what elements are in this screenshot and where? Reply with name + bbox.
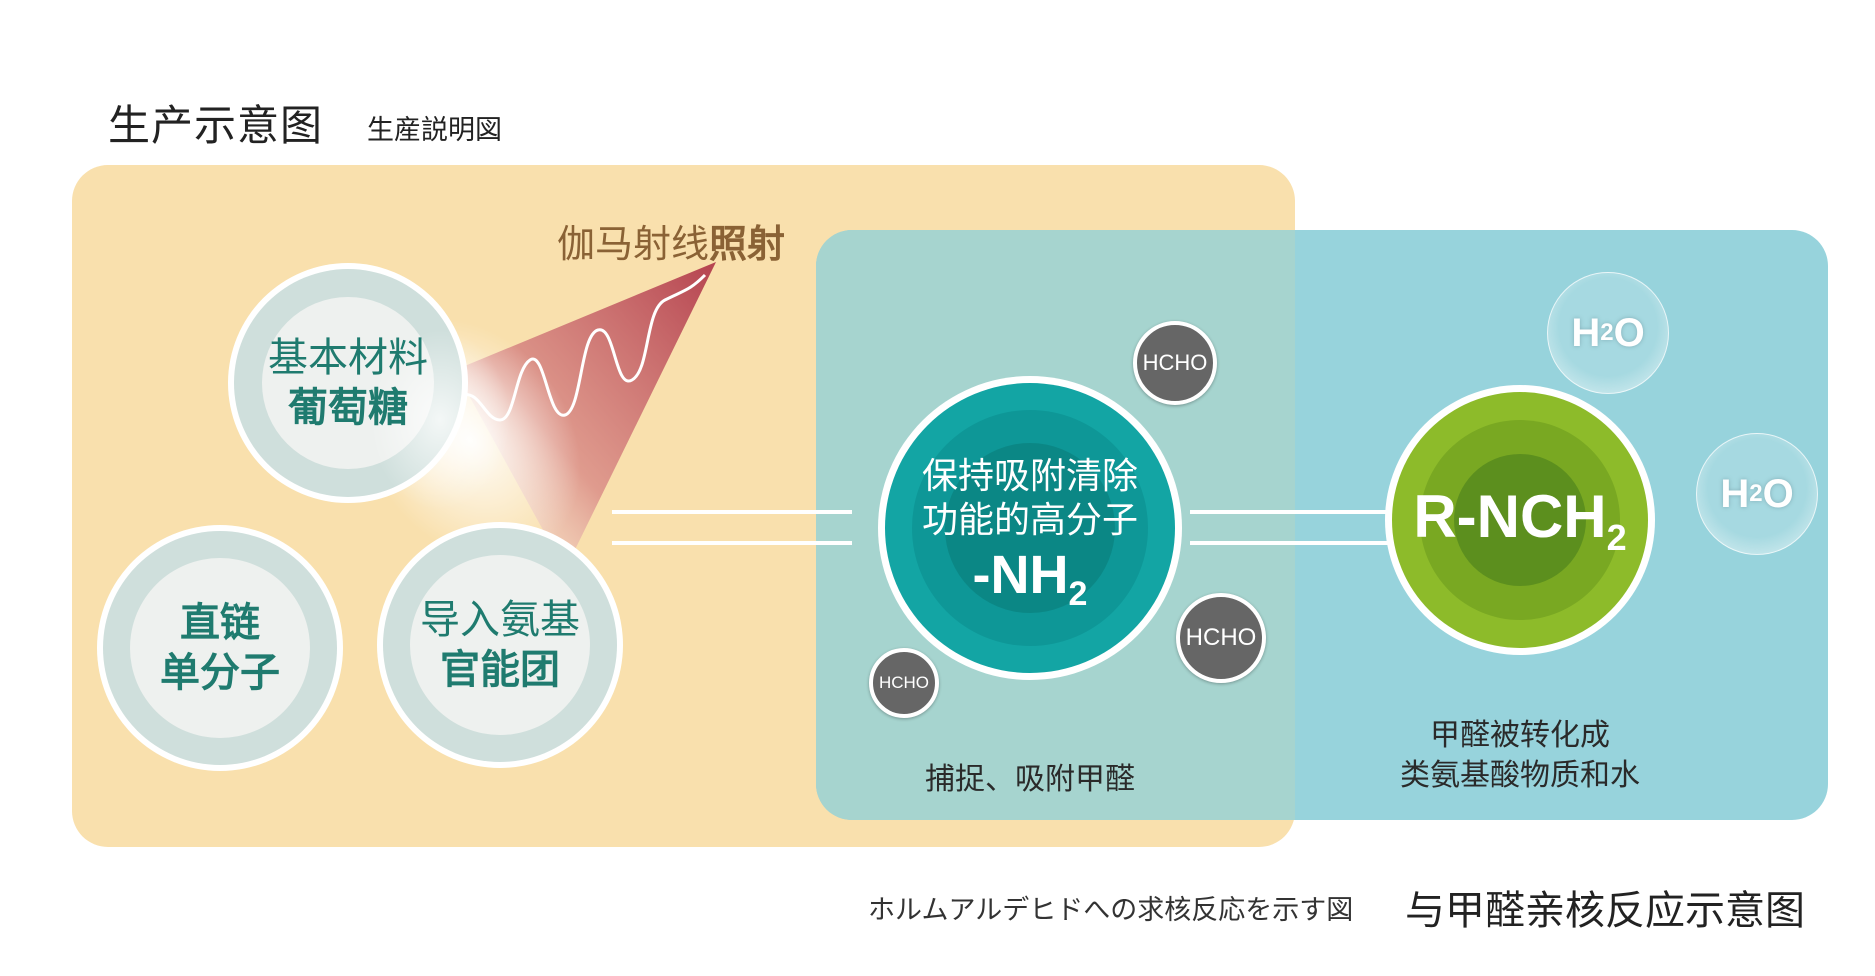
footer-cn: 与甲醛亲核反应示意图	[1405, 888, 1805, 934]
circle-product	[1385, 385, 1655, 655]
base-material-text: 基本材料 葡萄糖	[268, 335, 428, 431]
hcho-molecule: HCHO	[1133, 321, 1217, 405]
gamma-ray-label: 伽马射线照射	[557, 222, 786, 266]
page-title: 生产示意图	[108, 101, 324, 150]
hcho-molecule: HCHO	[869, 648, 939, 718]
circle-polymer	[878, 376, 1182, 680]
amino-text: 导入氨基 官能团	[420, 597, 580, 693]
hcho-molecule: HCHO	[1176, 593, 1266, 683]
convert-caption: 甲醛被转化成 类氨基酸物质和水	[1400, 718, 1640, 793]
chain-text: 直链 单分子	[160, 600, 280, 696]
circle-chain	[97, 525, 343, 771]
polymer-text: 保持吸附清除 功能的高分子 -NH2	[890, 455, 1170, 626]
gamma-beam	[455, 262, 716, 570]
page-subtitle-jp: 生産説明図	[367, 115, 502, 146]
capture-caption: 捕捉、吸附甲醛	[925, 762, 1135, 797]
circle-base-material	[228, 263, 468, 503]
polymer-formula: -NH2	[972, 545, 1088, 613]
product-formula: R-NCH2	[1413, 483, 1627, 558]
footer-jp: ホルムアルデヒドへの求核反応を示す図	[868, 895, 1354, 926]
circle-amino	[377, 522, 623, 768]
